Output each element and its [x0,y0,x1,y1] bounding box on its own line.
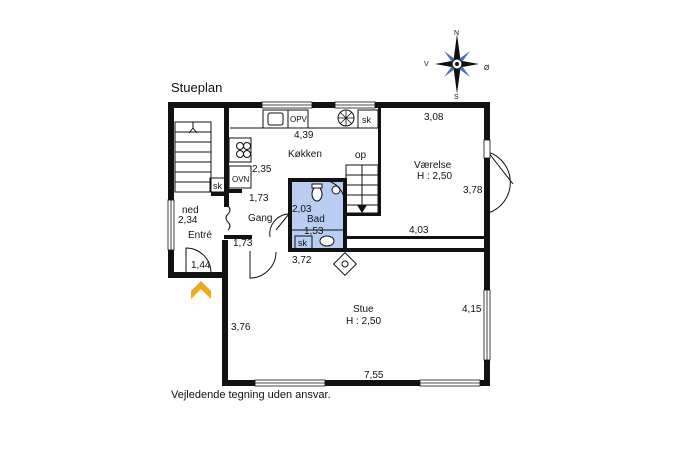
plan-title: Stueplan [171,80,223,95]
dim-vaerelse-length: 3,08 [424,112,444,123]
ovn-label: OVN [232,175,250,184]
room-stue-height: H : 2,50 [346,316,381,327]
dim-entre: 2,34 [178,215,198,226]
dim-stue-width: 7,55 [364,370,384,381]
room-gang: Gang [248,213,272,224]
dim-stue-right: 4,15 [462,304,482,315]
dim-kitchen-length: 4,39 [294,130,314,141]
sink-icon [319,235,335,247]
sk-entry: sk [213,181,223,191]
room-stue: Stue [353,304,374,315]
dim-entre-door: 1,44 [191,260,211,271]
stair-up-label: op [355,150,367,161]
dim-vaerelse-width: 3,78 [463,185,483,196]
dim-stue-left: 3,76 [231,322,251,333]
room-vaerelse-height: H : 2,50 [417,171,452,182]
sk-kitchen: sk [362,115,372,125]
room-bad: Bad [307,214,325,225]
dim-bad-bottom: 3,72 [292,255,312,266]
disclaimer: Vejledende tegning uden ansvar. [171,389,331,401]
dim-bad-length: 2,03 [292,204,312,215]
walls [168,102,490,386]
dim-vaerelse-depth: 4,03 [409,225,429,236]
room-entre: Entré [188,230,212,241]
compass-icon [435,34,479,94]
toilet-icon [311,186,323,202]
sk-bath: sk [298,238,308,248]
compass-s: S [454,94,459,101]
dim-gang-2: 1,73 [233,238,253,249]
stair-down-label: ned [182,205,199,216]
room-kokken: Køkken [288,149,322,160]
compass-n: N [454,30,459,37]
dim-gang-1: 1,73 [249,193,269,204]
room-vaerelse: Værelse [414,160,452,171]
dim-bad-width: 1,53 [304,226,324,237]
dim-kitchen-width: 2,35 [252,164,272,175]
opv-label: OPV [290,115,308,124]
entrance-arrow-icon [191,281,211,299]
compass-v: V [424,61,429,68]
compass-o: Ø [484,65,490,72]
